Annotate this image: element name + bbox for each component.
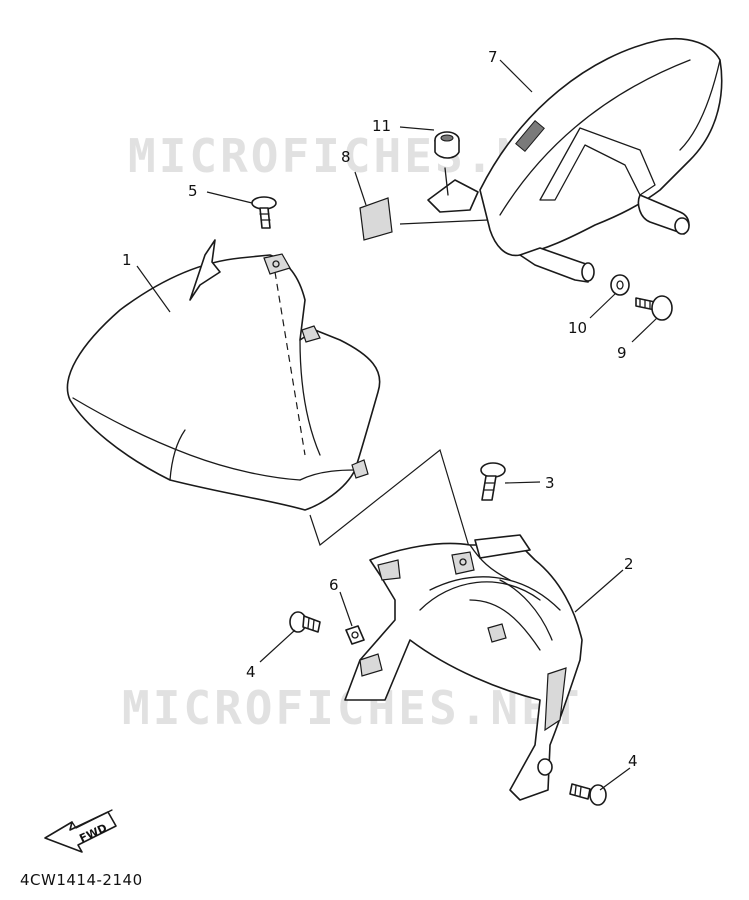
callout-1[interactable]: 1: [122, 251, 132, 269]
assembly-line-5: [274, 271, 306, 456]
assembly-line-8-7: [399, 219, 489, 225]
part-6-nut[interactable]: [345, 625, 365, 645]
part-10-washer[interactable]: [610, 274, 630, 296]
part-4-bolt-lower[interactable]: [537, 758, 607, 806]
forward-direction-arrow-icon: FWD: [44, 809, 117, 853]
part-3-bolt[interactable]: [480, 462, 506, 501]
callout-3[interactable]: 3: [545, 474, 555, 492]
callout-4-upper[interactable]: 4: [246, 663, 256, 681]
callout-9[interactable]: 9: [617, 344, 627, 362]
callout-10[interactable]: 10: [568, 319, 587, 337]
assembly-line-1-2: [309, 448, 471, 551]
part-5-screw[interactable]: [251, 196, 277, 229]
part-4-bolt-upper[interactable]: [289, 611, 321, 633]
part-9-bolt[interactable]: [635, 295, 673, 321]
callout-8[interactable]: 8: [341, 148, 351, 166]
part-7-rear-fender[interactable]: [479, 37, 723, 283]
part-7-bracket: [427, 167, 479, 213]
drawing-code: 4CW1414-2140: [20, 871, 143, 889]
part-2-inner-fender[interactable]: [344, 534, 583, 801]
part-11-grommet[interactable]: [434, 131, 460, 159]
callout-4-lower[interactable]: 4: [628, 752, 638, 770]
part-1-front-fender[interactable]: [66, 239, 381, 511]
callout-11[interactable]: 11: [372, 117, 391, 135]
callout-labels: 1 2 3 4 4 5 6 7 8 9 10 11: [122, 48, 638, 770]
callout-7[interactable]: 7: [488, 48, 498, 66]
part-8-label[interactable]: [359, 197, 393, 241]
callout-6[interactable]: 6: [329, 576, 339, 594]
callout-2[interactable]: 2: [624, 555, 634, 573]
leader-lines: [136, 59, 658, 791]
callout-5[interactable]: 5: [188, 182, 198, 200]
